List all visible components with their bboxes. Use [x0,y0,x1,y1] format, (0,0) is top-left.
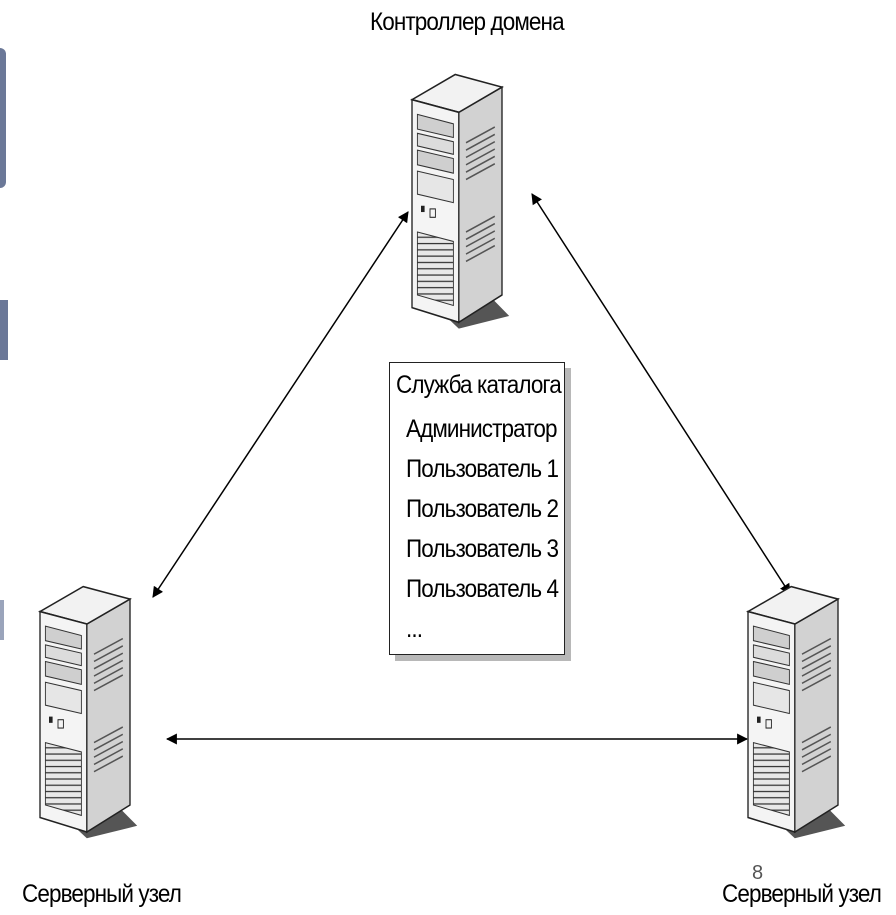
slide-edge-decoration-middle [0,300,8,360]
directory-service-title: Служба каталога [396,371,562,399]
directory-entry: Пользователь 2 [406,495,559,523]
left-server-node-icon [39,585,138,840]
directory-entries-list: Администратор Пользователь 1 Пользовател… [406,415,575,655]
directory-entry: Пользователь 4 [406,575,559,603]
right-server-node-icon [747,585,846,840]
left-server-node-label: Серверный узел [22,880,182,908]
right-server-node-label: Серверный узел [722,880,882,908]
directory-entry: Пользователь 3 [406,535,559,563]
domain-controller-label: Контроллер домена [370,8,565,36]
page-number: 8 [752,862,764,884]
domain-controller-server-icon [411,73,510,330]
directory-entry: Администратор [406,415,558,443]
directory-entry: Пользователь 1 [406,455,559,483]
directory-entry: ... [406,615,423,643]
slide-edge-decoration-top [0,48,6,188]
arrow-controller-to-right-server [531,193,791,595]
slide-edge-decoration-bottom [0,600,4,640]
arrow-controller-to-left-server [152,211,409,598]
directory-service-box: Служба каталога Администратор Пользовате… [389,362,565,655]
